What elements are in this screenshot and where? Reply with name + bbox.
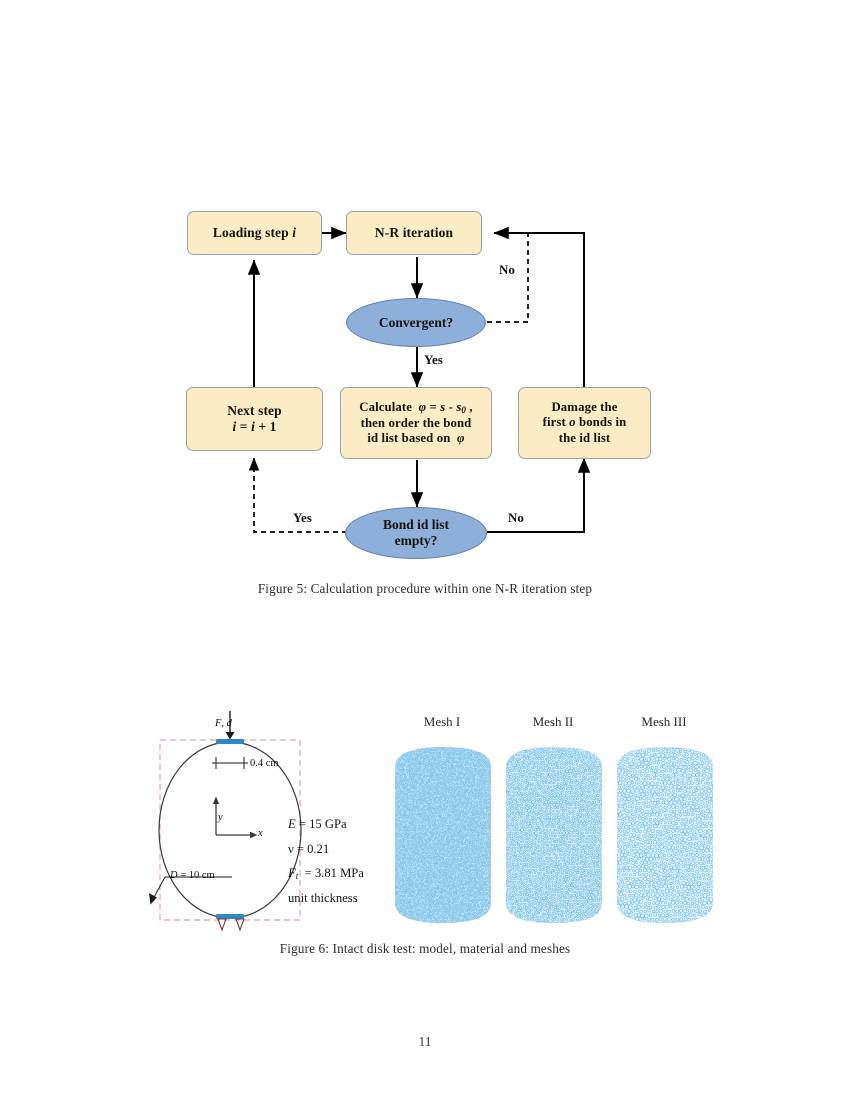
platen-width-label: 0.4 cm xyxy=(250,758,279,769)
axis-x-label: x xyxy=(258,828,263,839)
axis-y-label: y xyxy=(218,812,223,823)
flow-node-convergent-label: Convergent? xyxy=(378,314,454,330)
flow-node-loading-step-label: Loading step i xyxy=(212,225,297,241)
diameter-leader-arrow xyxy=(149,893,157,905)
mesh-panel-3 xyxy=(617,747,713,923)
edge-label-bondlist-yes: Yes xyxy=(293,510,312,525)
edge-label-bondlist-no: No xyxy=(508,510,524,525)
top-platen xyxy=(216,739,244,744)
support-triangle-left xyxy=(217,918,227,932)
mesh-label-2: Mesh II xyxy=(532,714,574,729)
flow-node-nr-iteration[interactable]: N-R iteration xyxy=(346,211,482,255)
edge-label-convergent-no: No xyxy=(499,262,515,277)
axis-y-arrow xyxy=(212,796,220,804)
flow-node-loading-step[interactable]: Loading step i xyxy=(187,211,322,255)
material-poissons-ratio: ν = 0.21 xyxy=(288,841,330,856)
material-properties: E = 15 GPa ν = 0.21 Ft = 3.81 MPa unit t… xyxy=(288,812,364,911)
mesh-panel-2 xyxy=(506,747,602,923)
flowchart-connectors xyxy=(247,226,591,533)
load-arrow-head xyxy=(225,732,235,740)
figure-5-caption: Figure 5: Calculation procedure within o… xyxy=(257,581,593,596)
edge-label-convergent-yes: Yes xyxy=(424,352,443,367)
load-label: F, d xyxy=(215,718,232,729)
material-youngs-modulus: E = 15 GPa xyxy=(288,817,347,831)
figure-6-disk-model xyxy=(149,711,302,932)
diameter-label: D = 10 cm xyxy=(170,870,215,881)
flow-node-calculate[interactable]: Calculate φ = s - s0 ,then order the bon… xyxy=(340,387,492,459)
flow-node-nr-iteration-label: N-R iteration xyxy=(374,225,454,241)
axis-x-arrow xyxy=(250,831,258,839)
material-tensile-strength: Ft = 3.81 MPa xyxy=(288,866,364,882)
figure-6-caption: Figure 6: Intact disk test: model, mater… xyxy=(279,941,571,956)
flow-node-convergent[interactable]: Convergent? xyxy=(346,298,486,347)
mesh-label-3: Mesh III xyxy=(641,714,687,729)
mesh-label-1: Mesh I xyxy=(423,714,461,729)
figure-5-flowchart: Loading step i N-R iteration Convergent?… xyxy=(150,195,710,575)
mesh-panel-1 xyxy=(395,747,491,923)
support-triangle-right xyxy=(235,918,245,932)
material-thickness: unit thickness xyxy=(288,891,358,906)
page-number: 11 xyxy=(418,1034,432,1049)
bottom-platen xyxy=(216,914,244,919)
disk-outline xyxy=(158,741,302,919)
flow-node-calculate-label: Calculate φ = s - s0 ,then order the bon… xyxy=(359,399,473,445)
